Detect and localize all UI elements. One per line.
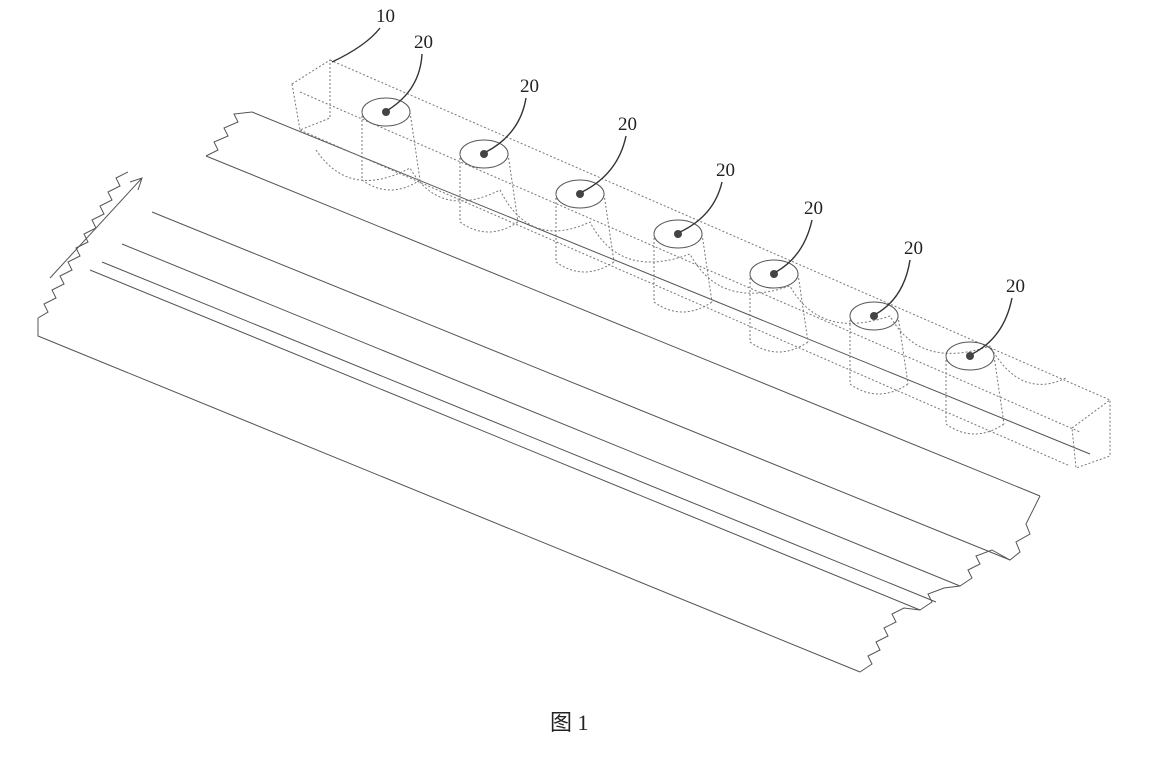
trough-end-right <box>1072 400 1110 468</box>
cylinder-5 <box>750 260 808 352</box>
leader-20-7 <box>972 298 1012 354</box>
arrow-shaft <box>50 178 142 278</box>
leader-10 <box>332 28 380 62</box>
cylinder-3 <box>556 180 614 272</box>
trough-end-left <box>292 60 330 130</box>
plate-ridge-7 <box>252 112 1090 454</box>
cylinder-2 <box>460 140 518 232</box>
leader-20-3 <box>582 136 626 192</box>
label-20-2: 20 <box>520 76 539 97</box>
plate-ridge-3 <box>102 262 936 602</box>
label-10: 10 <box>376 6 395 27</box>
plate-ridge-2 <box>90 270 920 610</box>
plate-ridge-4 <box>122 244 960 586</box>
label-20-4: 20 <box>716 160 735 181</box>
plate-ridge-6 <box>206 156 1040 496</box>
cylinder-7 <box>946 342 1004 434</box>
cylinders-20 <box>362 98 1004 434</box>
trough-bottom-edge <box>300 130 1070 466</box>
leader-20-1 <box>388 54 422 110</box>
label-20-3: 20 <box>618 114 637 135</box>
leader-20-6 <box>876 260 910 314</box>
leader-20-5 <box>776 220 812 272</box>
leader-20-2 <box>486 98 526 152</box>
plate-top-waves <box>206 112 252 156</box>
trough-scallops <box>316 150 1066 384</box>
label-20-6: 20 <box>904 238 923 259</box>
trough-mid-edge <box>300 92 1080 432</box>
direction-arrow <box>50 178 142 278</box>
cylinder-4 <box>654 220 712 312</box>
label-20-5: 20 <box>804 198 823 219</box>
label-20-1: 20 <box>414 32 433 53</box>
plate-edge-right <box>860 496 1040 672</box>
corrugated-plate <box>38 112 1090 672</box>
plate-edge-left <box>38 172 128 318</box>
figure-caption: 图 1 <box>550 710 589 735</box>
leader-20-4 <box>680 182 722 232</box>
cylinder-6 <box>850 302 908 394</box>
trough-top-edge <box>330 60 1110 400</box>
label-20-7: 20 <box>1006 276 1025 297</box>
cylinder-1 <box>362 98 420 190</box>
trough-10 <box>292 60 1110 468</box>
plate-ridge-5 <box>152 212 1010 560</box>
reference-labels: 10 20 20 20 20 20 20 20 <box>332 6 1025 354</box>
